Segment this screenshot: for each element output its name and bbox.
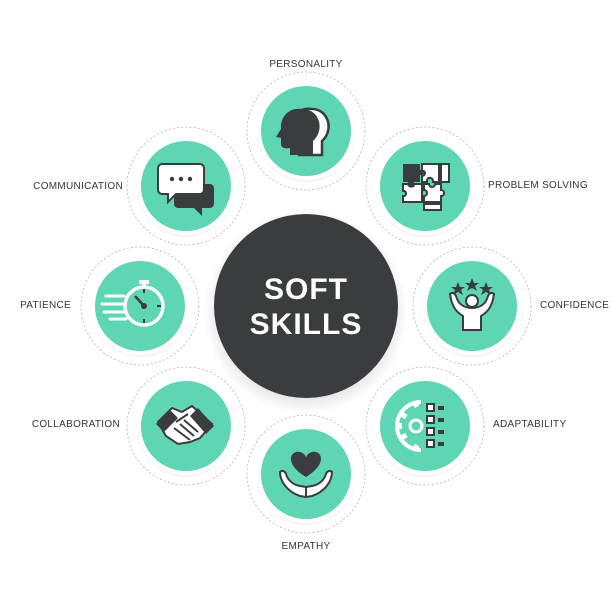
node-dashed-ring [246, 414, 366, 534]
node-dashed-ring [80, 246, 200, 366]
skill-label-adaptability: ADAPTABILITY [493, 419, 567, 430]
heart-in-hands-icon [278, 451, 334, 499]
node-dashed-ring [365, 366, 485, 486]
center-title-line2: SKILLS [250, 308, 363, 341]
skill-node-collaboration [126, 366, 246, 486]
puzzle-icon [402, 163, 450, 211]
node-dashed-ring [126, 126, 246, 246]
node-badge [91, 257, 189, 355]
node-badge [376, 377, 474, 475]
skill-label-personality: PERSONALITY [269, 59, 343, 70]
node-dashed-ring [365, 126, 485, 246]
stopwatch-icon [100, 280, 165, 327]
skill-label-confidence: CONFIDENCE [540, 300, 610, 311]
skill-label-problem-solving: PROBLEM SOLVING [488, 180, 588, 191]
cheering-person-stars-icon [448, 278, 496, 331]
gear-checklist-icon [395, 400, 444, 452]
handshake-icon [156, 404, 214, 446]
skill-node-personality [246, 71, 366, 191]
chat-bubbles-icon [157, 163, 214, 216]
head-profiles-icon [276, 107, 330, 157]
skill-node-adaptability [365, 366, 485, 486]
skill-node-problem-solving [365, 126, 485, 246]
skill-node-communication [126, 126, 246, 246]
skill-label-communication: COMMUNICATION [33, 181, 123, 192]
skill-node-confidence [412, 246, 532, 366]
skill-node-empathy [246, 414, 366, 534]
skill-label-collaboration: COLLABORATION [31, 419, 120, 430]
node-dashed-ring [246, 71, 366, 191]
node-dashed-ring [412, 246, 532, 366]
node-dashed-ring [126, 366, 246, 486]
center-title-line1: SOFT [264, 273, 348, 306]
skill-label-patience: PATIENCE [20, 300, 71, 311]
skill-label-empathy: EMPATHY [281, 541, 331, 552]
center-hub [214, 214, 398, 398]
skill-node-patience [80, 246, 200, 366]
